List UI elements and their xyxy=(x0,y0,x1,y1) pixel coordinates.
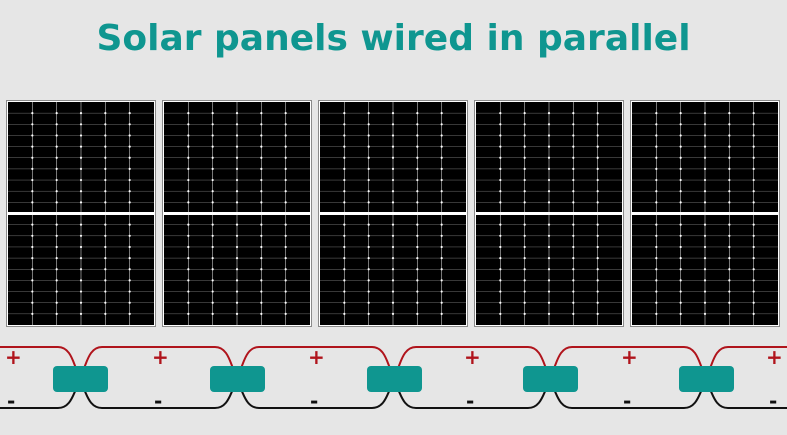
positive-sign: + xyxy=(464,345,481,369)
positive-sign: + xyxy=(308,345,325,369)
positive-sign: + xyxy=(766,345,783,369)
negative-sign: - xyxy=(769,389,778,413)
solar-cell-grid xyxy=(632,102,778,325)
positive-sign: + xyxy=(621,345,638,369)
parallel-connector xyxy=(210,366,265,392)
solar-panel xyxy=(630,100,780,327)
parallel-connector xyxy=(679,366,734,392)
solar-panel xyxy=(474,100,624,327)
parallel-connector xyxy=(53,366,108,392)
negative-sign: - xyxy=(154,389,163,413)
diagram-title: Solar panels wired in parallel xyxy=(96,18,691,59)
negative-sign: - xyxy=(623,389,632,413)
parallel-connector xyxy=(523,366,578,392)
solar-cell-grid xyxy=(8,102,154,325)
parallel-connector xyxy=(367,366,422,392)
negative-sign: - xyxy=(310,389,319,413)
positive-sign: + xyxy=(5,345,22,369)
solar-cell-grid xyxy=(476,102,622,325)
negative-sign: - xyxy=(7,389,16,413)
parallel-wiring xyxy=(0,346,787,409)
solar-panel xyxy=(318,100,468,327)
solar-panel xyxy=(6,100,156,327)
positive-sign: + xyxy=(152,345,169,369)
solar-panel xyxy=(162,100,312,327)
negative-sign: - xyxy=(466,389,475,413)
solar-cell-grid xyxy=(164,102,310,325)
solar-cell-grid xyxy=(320,102,466,325)
